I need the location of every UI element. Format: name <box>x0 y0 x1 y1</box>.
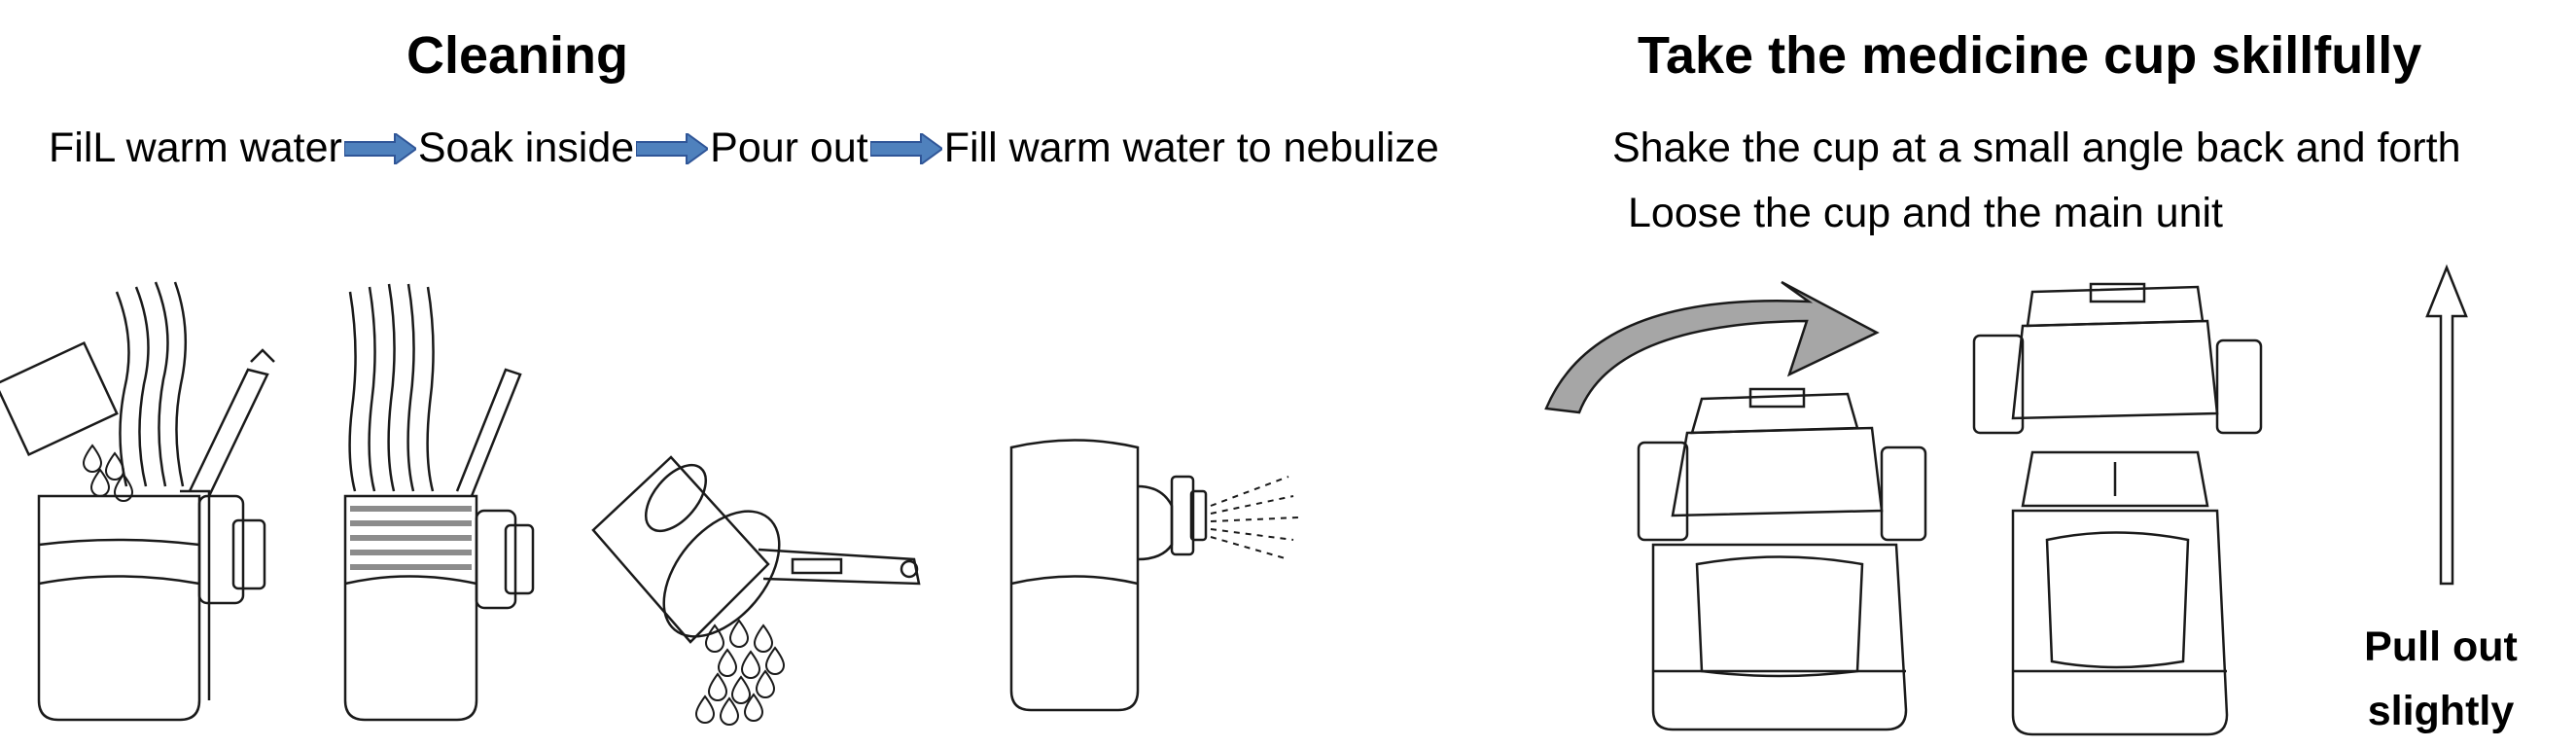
flow-arrow-icon <box>869 132 942 164</box>
shake-instruction: Shake the cup at a small angle back and … <box>1612 125 2461 171</box>
cleaning-title: Cleaning <box>406 26 629 85</box>
loose-instruction: Loose the cup and the main unit <box>1628 190 2223 236</box>
cup-separated-icon <box>1972 282 2263 736</box>
step-pour-out: Pour out <box>710 125 868 171</box>
pull-label-line-1: Pull out <box>2364 623 2518 670</box>
shake-arrow-icon <box>1544 280 1880 414</box>
step-soak-inside: Soak inside <box>417 125 635 171</box>
pull-label-line-2: slightly <box>2367 688 2515 734</box>
step-fill-nebulize: Fill warm water to nebulize <box>943 125 1439 171</box>
step-fill-warm-water: FilL warm water <box>49 125 342 171</box>
pull-up-arrow-icon <box>2425 264 2468 586</box>
pull-out-label: Pull out slightly <box>2334 615 2548 743</box>
flow-arrow-icon <box>636 132 709 164</box>
flow-arrow-icon <box>343 132 416 164</box>
cup-on-unit-icon <box>1637 387 1927 731</box>
soak-icon <box>343 283 535 722</box>
take-cup-title: Take the medicine cup skillfully <box>1638 26 2422 85</box>
soak-bubbles <box>350 506 472 570</box>
nebulize-spray-icon <box>1009 439 1299 712</box>
water-pour-icon <box>0 281 275 722</box>
pour-out-icon <box>591 455 921 644</box>
cleaning-flow: FilL warm water Soak inside Pour out Fil… <box>49 125 1439 172</box>
